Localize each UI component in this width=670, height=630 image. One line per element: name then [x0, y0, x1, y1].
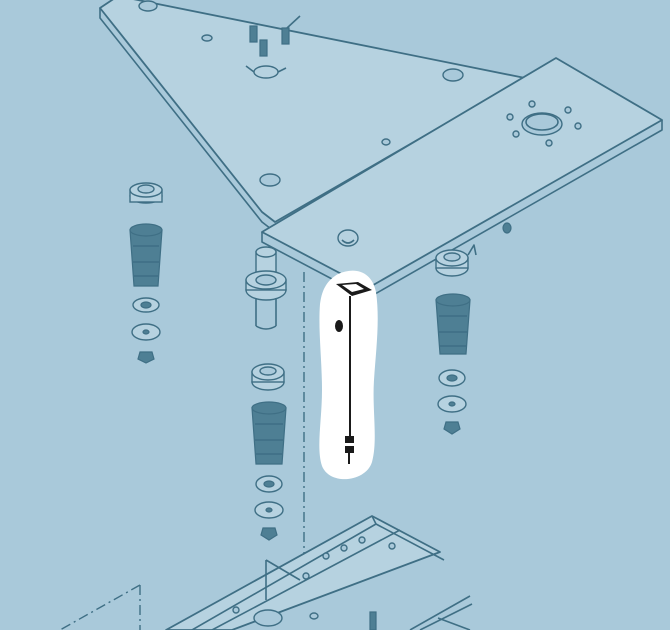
right-isolator-stack	[435, 249, 471, 435]
arm-label-stamp	[337, 229, 359, 247]
centerlines	[59, 272, 305, 630]
highlight-region	[319, 270, 378, 480]
highlighted-cable-assembly	[319, 270, 378, 480]
bottom-rail	[165, 515, 473, 630]
plate-bolts	[245, 15, 301, 79]
center-isolator-stack	[245, 246, 287, 541]
top-plate	[99, 0, 663, 299]
bolt-circle	[506, 100, 582, 147]
left-isolator-stack	[129, 182, 163, 364]
